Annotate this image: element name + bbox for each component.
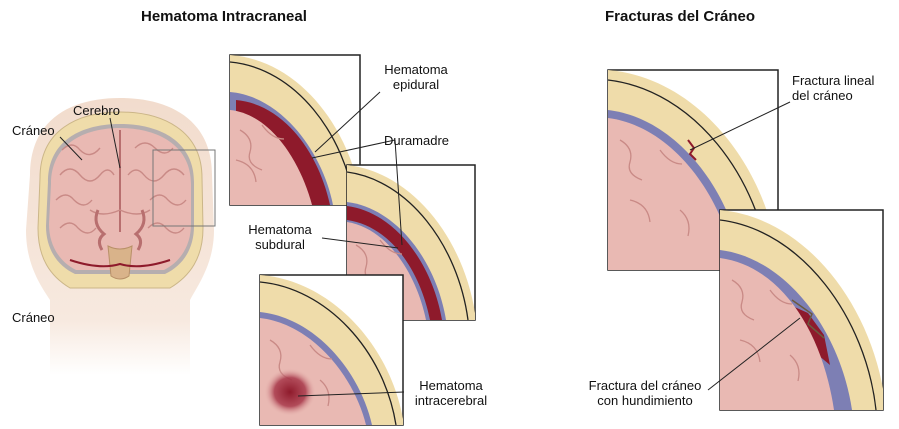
label-hematoma-epidural-line2: epidural [376,77,456,92]
label-fractura-lineal: Fractura lineal del cráneo [792,73,874,103]
label-hematoma-intracerebral: Hematoma intracerebral [405,378,497,408]
inset-epidural [230,55,362,205]
label-hematoma-subdural-line1: Hematoma [240,222,320,237]
head-coronal-view [26,98,215,375]
label-hematoma-subdural: Hematoma subdural [240,222,320,252]
label-hematoma-epidural-line1: Hematoma [376,62,456,77]
label-craneo: Cráneo [12,123,55,138]
label-hematoma-subdural-line2: subdural [240,237,320,252]
inset-depressed-fracture [720,210,886,410]
label-hematoma-epidural: Hematoma epidural [376,62,456,92]
label-fractura-hundimiento-line1: Fractura del cráneo [570,378,720,393]
title-hematoma-intracraneal: Hematoma Intracraneal [141,8,307,25]
label-hematoma-intracerebral-line2: intracerebral [405,393,497,408]
label-fractura-hundimiento-line2: con hundimiento [570,393,720,408]
label-hematoma-intracerebral-line1: Hematoma [405,378,497,393]
label-duramadre: Duramadre [384,133,449,148]
label-craneo-lower: Cráneo [12,310,55,325]
inset-intracerebral [260,275,404,425]
label-fractura-lineal-line1: Fractura lineal [792,73,874,88]
label-fractura-hundimiento: Fractura del cráneo con hundimiento [570,378,720,408]
label-cerebro: Cerebro [73,103,120,118]
title-fracturas-craneo: Fracturas del Cráneo [605,8,755,25]
label-fractura-lineal-line2: del cráneo [792,88,874,103]
